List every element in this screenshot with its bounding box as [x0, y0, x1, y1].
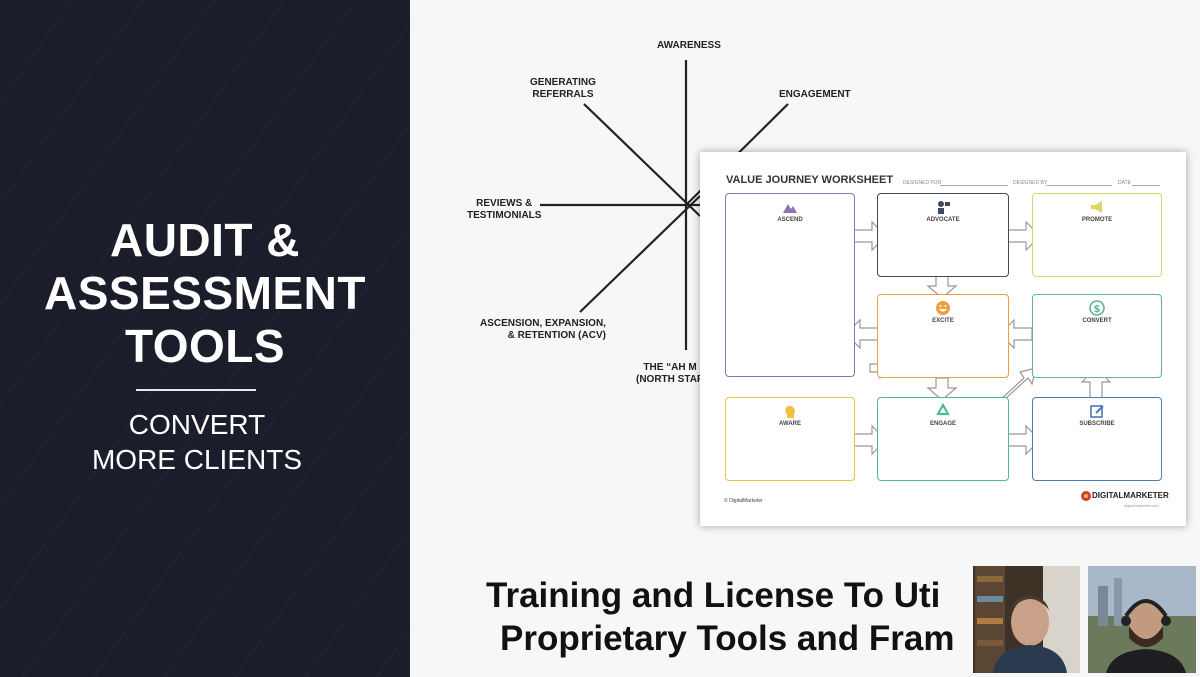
worksheet-meta-line: [1132, 185, 1160, 186]
diagonal-pattern: [0, 0, 410, 677]
wheel-label-line: GENERATING: [530, 77, 596, 88]
slide-caption-line: Proprietary Tools and Fram: [500, 619, 955, 658]
slide-subtitle-line: CONVERT: [128, 409, 266, 440]
digitalmarketer-logo-icon: [1081, 491, 1091, 501]
worksheet-box-engage: ENGAGE: [877, 397, 1009, 481]
wheel-label-line: TESTIMONIALS: [467, 210, 542, 221]
participant-video-1[interactable]: [973, 566, 1080, 673]
worksheet-box-aware: AWARE: [725, 397, 855, 481]
slide-title-line: ASSESSMENT: [44, 267, 366, 319]
slide-title-line: TOOLS: [124, 320, 286, 372]
worksheet-meta-line: [940, 185, 1008, 186]
dollar-icon: $: [1089, 300, 1105, 316]
worksheet-box-label: ASCEND: [777, 217, 803, 223]
digitalmarketer-logo: DIGITALMARKETER: [1092, 491, 1169, 500]
worksheet-footer-copyright: © DigitalMarketer: [724, 498, 763, 504]
value-journey-worksheet: VALUE JOURNEY WORKSHEET DESIGNED FOR DES…: [700, 152, 1186, 526]
wheel-label-engagement: ENGAGEMENT: [779, 89, 851, 100]
worksheet-box-promote: PROMOTE: [1032, 193, 1162, 277]
svg-text:$: $: [1094, 304, 1101, 315]
wheel-label-line: REVIEWS &: [476, 198, 533, 209]
slide-left-panel: AUDIT & ASSESSMENT TOOLS CONVERT MORE CL…: [0, 0, 410, 677]
wheel-label-reviews: REVIEWS & TESTIMONIALS: [467, 198, 541, 222]
worksheet-box-subscribe: SUBSCRIBE: [1032, 397, 1162, 481]
worksheet-box-label: PROMOTE: [1081, 217, 1113, 223]
megaphone-icon: [1091, 201, 1102, 213]
worksheet-box-convert: $ CONVERT: [1032, 294, 1162, 378]
worksheet-box-label: CONVERT: [1082, 318, 1112, 324]
slide-subtitle: CONVERT MORE CLIENTS: [0, 407, 394, 477]
digitalmarketer-url: digitalmarketer.com: [1124, 503, 1159, 508]
wheel-label-ah-moment: THE “AH M (NORTH STAR: [636, 362, 704, 386]
worksheet-box-label: ADVOCATE: [926, 217, 960, 223]
mountain-icon: [783, 204, 797, 213]
title-divider: [136, 389, 256, 391]
megaphone-person-icon: [938, 201, 950, 214]
wheel-label-line: THE “AH M: [643, 362, 697, 373]
worksheet-title: VALUE JOURNEY WORKSHEET: [726, 174, 894, 186]
smiley-icon: [936, 301, 950, 315]
worksheet-box-label: SUBSCRIBE: [1079, 421, 1115, 427]
participant-video-2[interactable]: [1088, 566, 1196, 673]
slide-title-line: AUDIT &: [109, 214, 301, 266]
wheel-label-ascension: ASCENSION, EXPANSION, & RETENTION (ACV): [480, 318, 606, 342]
wheel-label-awareness: AWARENESS: [657, 40, 721, 51]
wheel-label-line: ASCENSION, EXPANSION,: [480, 318, 606, 329]
worksheet-box-label: AWARE: [778, 421, 801, 427]
worksheet-meta-line: [1046, 185, 1112, 186]
worksheet-box-label: ENGAGE: [929, 421, 956, 427]
worksheet-meta-designed-for: DESIGNED FOR: [903, 180, 942, 186]
worksheet-box-label: EXCITE: [932, 318, 954, 324]
edit-icon: [1090, 405, 1104, 418]
slide-caption: Training and License To Uti Proprietary …: [486, 574, 954, 660]
worksheet-box-excite: EXCITE: [877, 294, 1009, 378]
head-icon: [785, 405, 795, 418]
worksheet-meta-date: DATE: [1118, 180, 1131, 186]
slide-title: AUDIT & ASSESSMENT TOOLS: [0, 214, 410, 373]
slide-subtitle-line: MORE CLIENTS: [91, 444, 303, 475]
recycle-icon: [936, 403, 950, 416]
wheel-label-referrals: GENERATING REFERRALS: [530, 77, 596, 101]
worksheet-box-ascend: ASCEND: [725, 193, 855, 377]
slide-caption-line: Training and License To Uti: [486, 576, 941, 615]
wheel-label-line: REFERRALS: [532, 89, 594, 100]
worksheet-box-advocate: ADVOCATE: [877, 193, 1009, 277]
wheel-label-line: & RETENTION (ACV): [507, 330, 606, 341]
participant-avatar: [973, 566, 1080, 673]
worksheet-meta-designed-by: DESIGNED BY: [1013, 180, 1048, 186]
participant-avatar: [1088, 566, 1196, 673]
wheel-label-line: (NORTH STAR: [636, 374, 705, 385]
